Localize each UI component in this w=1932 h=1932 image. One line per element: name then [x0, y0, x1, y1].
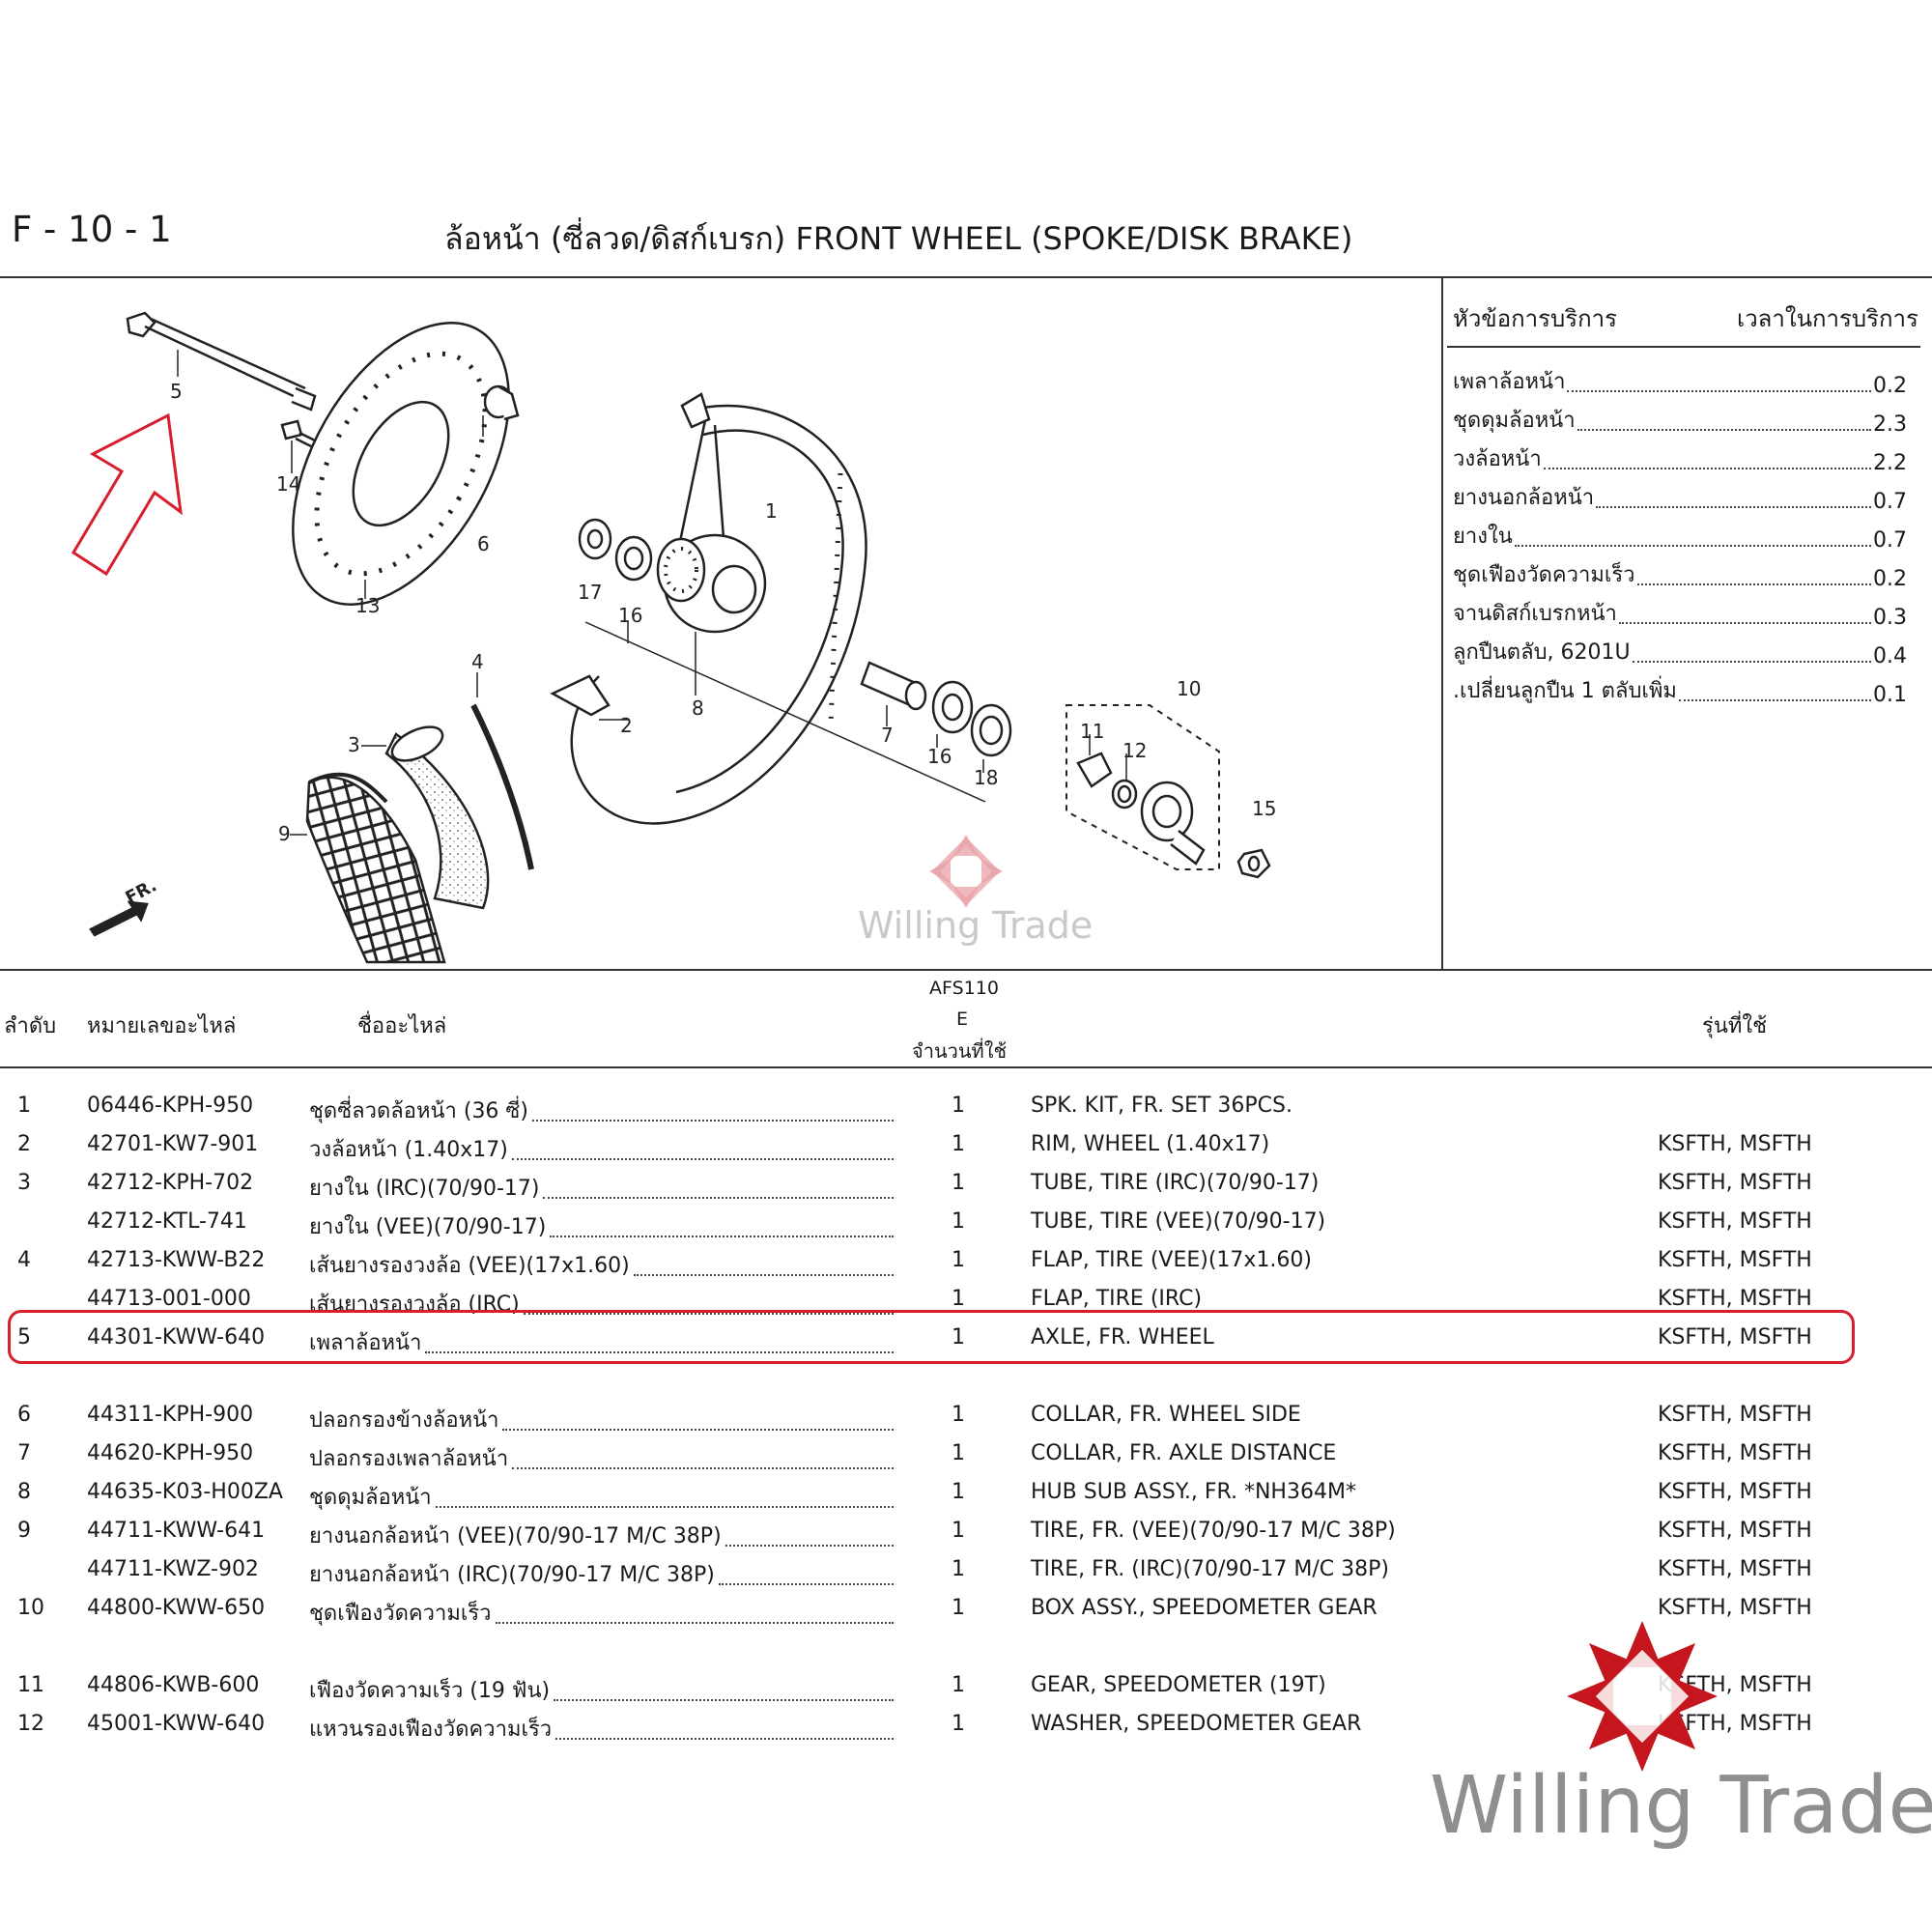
bearing-left-drawing: [578, 518, 986, 803]
col-header-qty: จำนวนที่ใช้: [912, 1039, 1008, 1063]
table-header-divider: [0, 1066, 1932, 1068]
callout-2: 2: [620, 714, 633, 737]
callout-16b: 16: [927, 745, 952, 768]
callout-1: 1: [765, 499, 778, 523]
exploded-parts-diagram: 1 2 3 4 5 6 7 8 9 10 11 12 13 14 15 16 1…: [71, 311, 1276, 964]
tire-drawing: [290, 772, 446, 964]
callout-17: 17: [578, 581, 602, 604]
service-header-divider: [1447, 346, 1920, 348]
axle-drawing: [126, 311, 317, 412]
watermark-logo-large-icon: [1567, 1621, 1718, 1772]
callout-4: 4: [471, 650, 484, 673]
callout-8: 8: [692, 696, 704, 720]
section-code: F - 10 - 1: [12, 209, 172, 250]
axle-collar-bearing-drawing: [860, 661, 1012, 773]
watermark-logo-small-icon: [929, 835, 1003, 908]
red-pointer-arrow-icon: [71, 412, 183, 577]
service-time-panel: หัวข้อการบริการ เวลาในการบริการ เพลาล้อห…: [1443, 280, 1932, 968]
inner-tube-drawing: [361, 725, 490, 910]
callout-5: 5: [170, 380, 183, 403]
diagram-table-divider: [0, 969, 1932, 971]
col-header-part-number: หมายเลขอะไหล่: [87, 1014, 237, 1038]
nut-drawing: [1236, 848, 1271, 879]
callout-16a: 16: [618, 604, 642, 627]
wheel-rim-drawing: [550, 392, 867, 825]
speedometer-box-drawing: [1065, 704, 1220, 870]
bolt-drawing: [280, 419, 316, 473]
watermark-text-large: Willing Trade: [1430, 1760, 1932, 1852]
service-row: ชุดเฟืองวัดความเร็ว 0.2: [1453, 563, 1907, 591]
callout-12: 12: [1122, 739, 1147, 762]
service-item-header: หัวข้อการบริการ: [1453, 305, 1618, 332]
service-row: ยางใน 0.7: [1453, 525, 1907, 553]
header-divider: [0, 276, 1932, 278]
brake-disc-drawing: [292, 322, 510, 606]
diagram-service-divider: [1441, 278, 1443, 970]
col-header-qty-model: AFS110: [929, 978, 999, 999]
col-header-no: ลำดับ: [4, 1014, 57, 1038]
row-highlight-box: [8, 1310, 1855, 1364]
col-header-models: รุ่นที่ใช้: [1702, 1014, 1768, 1038]
callout-13: 13: [355, 594, 380, 617]
watermark-text-small: Willing Trade: [858, 904, 1094, 947]
rim-flap-drawing: [470, 672, 534, 870]
callout-11: 11: [1080, 720, 1104, 743]
callout-10: 10: [1177, 677, 1201, 700]
callout-15: 15: [1252, 797, 1276, 820]
callout-7: 7: [881, 724, 894, 747]
callout-3: 3: [348, 733, 360, 756]
col-header-part-name: ชื่ออะไหล่: [357, 1014, 447, 1038]
page-title: ล้อหน้า (ซี่ลวด/ดิสก์เบรก) FRONT WHEEL (…: [444, 220, 1353, 257]
callout-14: 14: [276, 472, 300, 496]
table-row: 44711-KWZ-902 ยางนอกล้อหน้า (IRC)(70/90-…: [87, 1557, 1812, 1587]
callout-9: 9: [278, 822, 291, 845]
service-time-header: เวลาในการบริการ: [1737, 305, 1918, 332]
callout-6: 6: [477, 532, 490, 555]
col-header-qty-type: E: [956, 1009, 969, 1030]
diagram-callouts: 1 2 3 4 5 6 7 8 9 10 11 12 13 14 15 16 1…: [122, 380, 1276, 908]
service-row: ชุดดุมล้อหน้า 2.3: [1453, 409, 1907, 437]
callout-18: 18: [974, 766, 998, 789]
collar-side-drawing: [482, 384, 520, 437]
wheel-hub-drawing: [656, 533, 767, 696]
service-row: จานดิสก์เบรกหน้า 0.3: [1453, 602, 1907, 630]
front-direction-arrow-icon: [89, 900, 149, 937]
